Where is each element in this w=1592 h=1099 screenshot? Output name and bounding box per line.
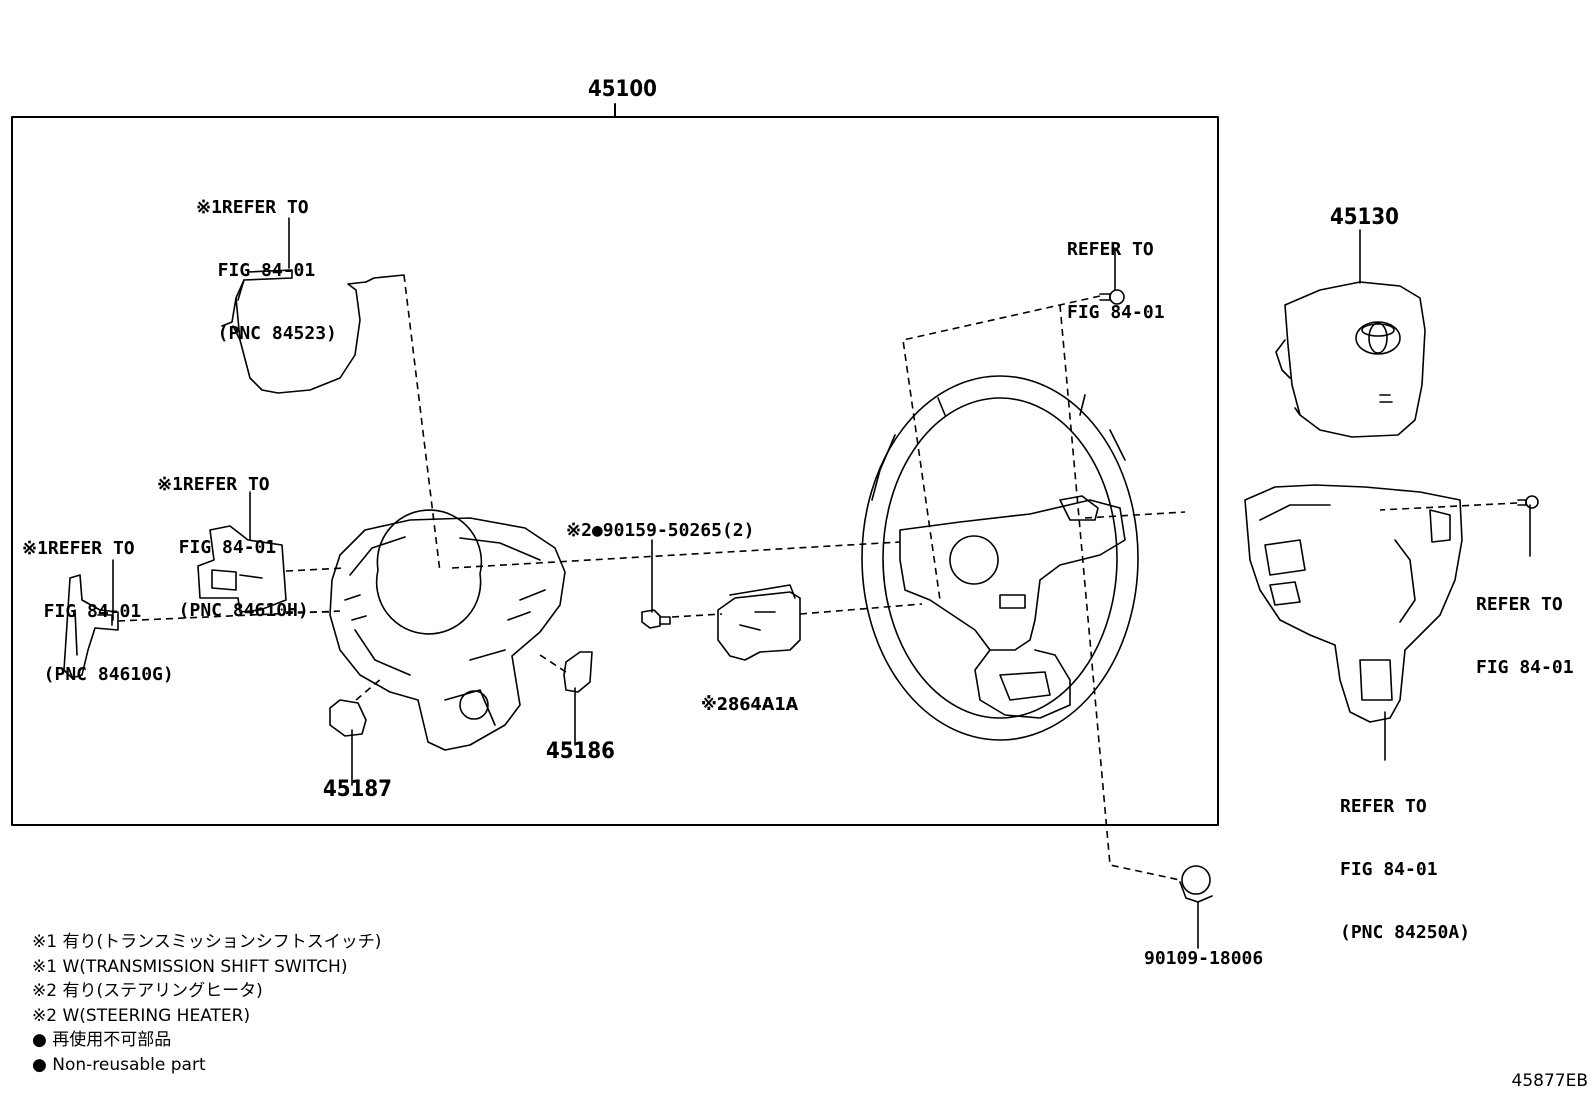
- legend-line: ※1 有り(トランスミッションシフトスイッチ): [32, 932, 382, 952]
- ref-switch-assy: REFER TO FIG 84-01 (PNC 84250A): [1340, 754, 1470, 964]
- top-screw-icon: [1099, 247, 1125, 305]
- spoke-switch-assy-icon: [1244, 484, 1539, 761]
- ref-line: ※1REFER TO: [196, 197, 309, 218]
- ref-line: (PNC 84250A): [1340, 922, 1471, 943]
- part-number-45186: 45186: [546, 739, 615, 764]
- ref-line: FIG 84-01: [157, 537, 277, 558]
- part-number-864A1A: ※2864A1A: [701, 694, 799, 715]
- ref-wire-harness: ※1REFER TO FIG 84-01 (PNC 84523): [196, 155, 337, 365]
- part-number-45187: 45187: [323, 777, 392, 802]
- bolt-90109-icon: [1179, 865, 1213, 949]
- part-number-45130: 45130: [1330, 205, 1399, 230]
- paddle-switch-right-icon: [197, 491, 287, 613]
- ref-line: REFER TO: [1067, 239, 1154, 260]
- steering-wheel-icon: [861, 375, 1139, 741]
- diagram-code: 45877EB: [1511, 1071, 1588, 1091]
- ref-line: FIG 84-01: [1340, 859, 1438, 880]
- ref-line: FIG 84-01: [22, 601, 142, 622]
- ref-switch-screw: REFER TO FIG 84-01: [1476, 552, 1574, 699]
- ref-line: ※1REFER TO: [22, 538, 135, 559]
- legend-line: ● 再使用不可部品: [32, 1030, 172, 1051]
- legend-line: ※2 W(STEERING HEATER): [32, 1005, 251, 1026]
- legend-line: ● Non-reusable part: [32, 1054, 206, 1075]
- ref-line: REFER TO: [1340, 796, 1427, 817]
- ref-line: ※1REFER TO: [157, 474, 270, 495]
- assembly-number: 45100: [588, 77, 657, 102]
- screw-90159-icon: [641, 539, 671, 629]
- assembly-lines: [117, 274, 1518, 881]
- airbag-45130-icon: [1275, 229, 1426, 438]
- part-number-90159: ※2●90159-50265(2): [566, 520, 755, 541]
- part-number-90109: 90109-18006: [1144, 948, 1264, 969]
- legend-line: ※1 W(TRANSMISSION SHIFT SWITCH): [32, 956, 348, 977]
- cover-45186-icon: [563, 651, 593, 746]
- heater-module-icon: [717, 584, 801, 661]
- ref-line: FIG 84-01: [196, 260, 316, 281]
- ref-line: FIG 84-01: [1476, 657, 1574, 678]
- paddle-switch-left-icon: [63, 559, 119, 679]
- wire-harness-icon: [221, 217, 405, 394]
- ref-line: (PNC 84610H): [157, 600, 309, 621]
- ref-line: (PNC 84610G): [22, 664, 174, 685]
- ref-line: (PNC 84523): [196, 323, 337, 344]
- ref-paddle-left: ※1REFER TO FIG 84-01 (PNC 84610G): [22, 496, 174, 706]
- cover-45187-icon: [329, 699, 367, 786]
- legend-line: ※2 有り(ステアリングヒータ): [32, 981, 263, 1002]
- ref-top-screw: REFER TO FIG 84-01: [1067, 197, 1165, 344]
- ref-paddle-right: ※1REFER TO FIG 84-01 (PNC 84610H): [157, 432, 309, 642]
- legend: ※1 有り(トランスミッションシフトスイッチ) ※1 W(TRANSMISSIO…: [32, 930, 381, 1078]
- steering-lower-cover-icon: [329, 509, 566, 751]
- ref-line: REFER TO: [1476, 594, 1563, 615]
- ref-line: FIG 84-01: [1067, 302, 1165, 323]
